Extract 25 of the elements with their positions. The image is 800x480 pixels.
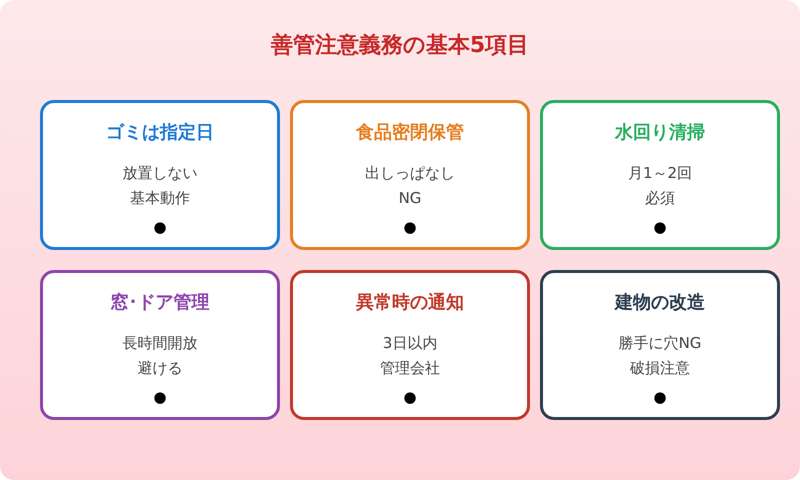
item-card — [540, 100, 780, 250]
card-text: 月1～2回必須 — [626, 163, 694, 209]
card-heading: 異常時の通知 — [355, 291, 465, 314]
card-heading: ゴミは指定日 — [105, 121, 215, 144]
bullet-dot: ● — [402, 218, 418, 236]
item-card — [40, 100, 280, 250]
title: 善管注意義務の基本5項目 — [270, 32, 530, 60]
bullet-dot: ● — [152, 388, 168, 406]
item-card — [290, 100, 530, 250]
item-card — [540, 270, 780, 420]
item-card — [40, 270, 280, 420]
item-card — [290, 270, 530, 420]
card-text: 勝手に穴NG破損注意 — [618, 333, 702, 379]
card-text: 放置しない基本動作 — [122, 163, 198, 209]
card-text: 出しっぱなしNG — [364, 163, 456, 209]
card-text: 長時間開放避ける — [122, 333, 198, 379]
card-heading: 水回り清掃 — [614, 121, 706, 144]
card-heading: 建物の改造 — [613, 291, 706, 314]
bullet-dot: ● — [402, 388, 418, 406]
bullet-dot: ● — [652, 388, 668, 406]
card-text: 3日以内管理会社 — [379, 333, 441, 379]
card-heading: 食品密閉保管 — [354, 121, 465, 144]
bullet-dot: ● — [652, 218, 668, 236]
card-heading: 窓･ドア管理 — [110, 291, 210, 314]
bullet-dot: ● — [152, 218, 168, 236]
